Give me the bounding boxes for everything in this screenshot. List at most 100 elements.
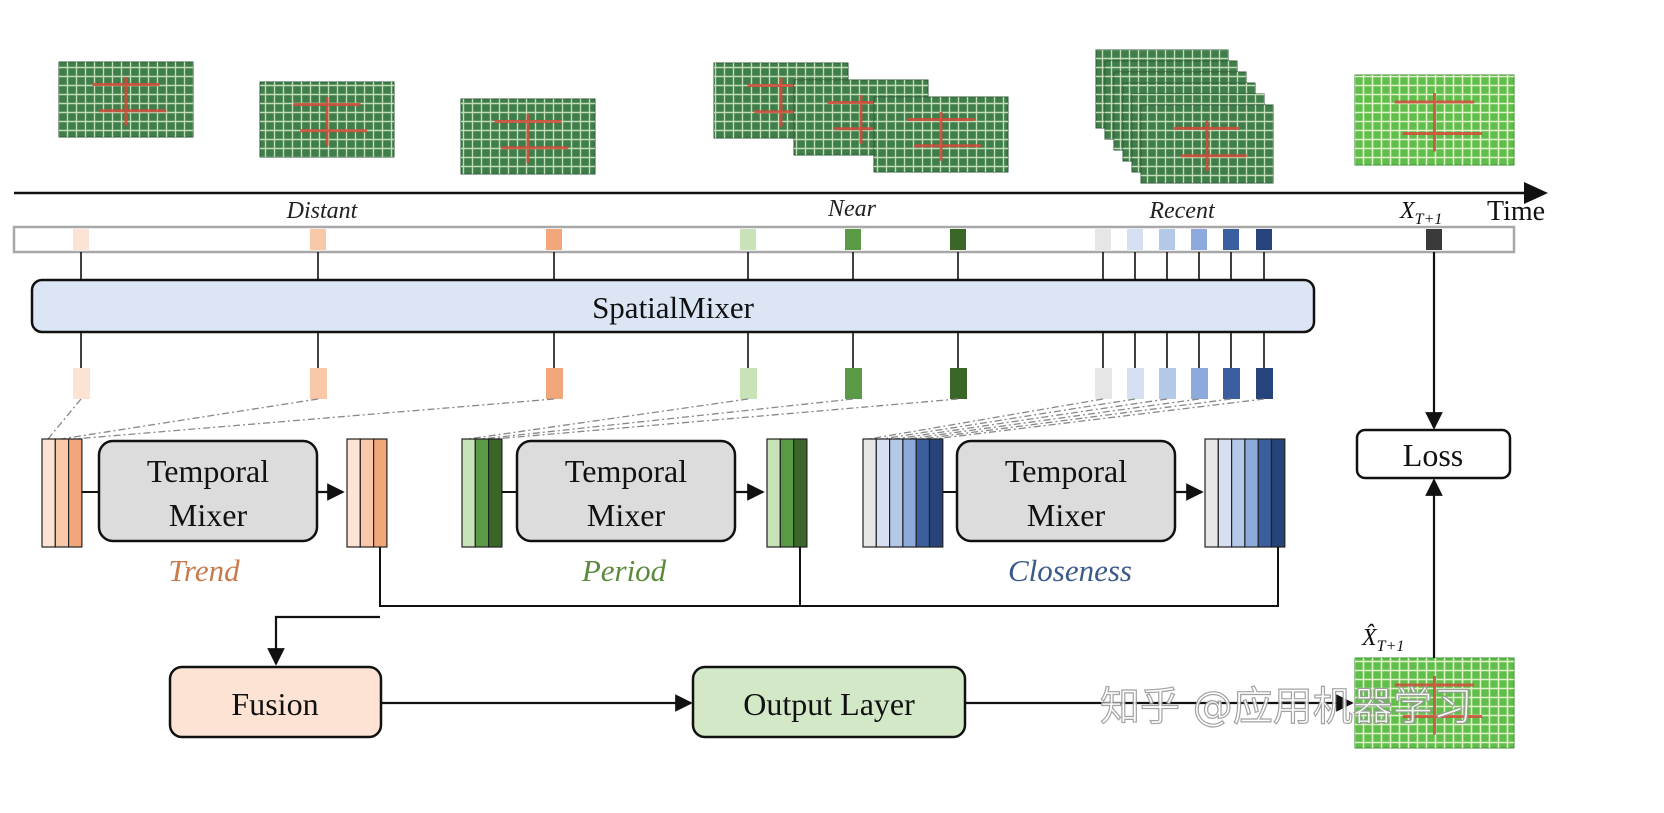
trend-output-stack-layer-2 [359, 438, 375, 548]
mixed-cell-period-2 [845, 368, 862, 399]
dash-closeness-5 [920, 398, 1232, 440]
timeline-cell-closeness-4 [1191, 229, 1207, 250]
dash-trend-2 [60, 398, 319, 440]
trend-input-stack-layer-2 [54, 438, 70, 548]
trend-output-stack-layer-1 [346, 438, 361, 548]
closeness-output-stack-layer-4 [1244, 438, 1259, 548]
timeline-cell-period-1 [740, 229, 756, 250]
watermark-text: 知乎 @应用机器学习 [1100, 684, 1473, 730]
period-input-stack-layer-2 [474, 438, 490, 548]
dash-closeness-2 [881, 398, 1136, 440]
timeline-cell-trend-2 [310, 229, 326, 250]
temporal-mixer-period-line2: Mixer [587, 497, 666, 533]
time-axis-arrowhead [1524, 182, 1548, 204]
dash-period-3 [493, 398, 959, 440]
segment-label-recent: Recent [1148, 198, 1216, 224]
trend-input-stack-layer-1 [41, 438, 56, 548]
period-input-stack [461, 438, 503, 548]
loss-box [1355, 428, 1512, 480]
timeline-cell-period-3 [950, 229, 966, 250]
temporal-mixer-trend-line2: Mixer [169, 497, 248, 533]
closeness-input-stack-layer-3 [888, 438, 904, 548]
fusion-label: Fusion [231, 686, 318, 722]
branch-label-period: Period [581, 553, 667, 588]
closeness-output-stack-layer-5 [1257, 438, 1273, 548]
temporal-mixer-trend: Temporal Mixer [97, 439, 319, 543]
target-label: XT+1 [1399, 198, 1442, 228]
closeness-output-stack-layer-6 [1270, 438, 1286, 548]
segment-label-near: Near [827, 196, 877, 222]
feature-stacks [41, 438, 1286, 548]
time-axis-label: Time [1487, 196, 1545, 227]
heatmap-prediction [1354, 657, 1515, 749]
mixed-cell-period-3 [950, 368, 967, 399]
lower-connectors [80, 332, 1265, 368]
closeness-output-stack-layer-3 [1230, 438, 1246, 548]
loss-label: Loss [1403, 437, 1463, 473]
mixed-cell-trend-1 [73, 368, 90, 399]
temporal-mixer-trend-line1: Temporal [147, 453, 269, 489]
timeline-cell-trend-3 [546, 229, 562, 250]
merge-to-fusion-arrow [267, 615, 380, 666]
branch-label-trend: Trend [168, 553, 240, 588]
period-output-stack-layer-2 [779, 438, 795, 548]
timeline-cell-target [1426, 229, 1442, 250]
closeness-input-stack-layer-2 [875, 438, 891, 548]
output-layer-label: Output Layer [743, 686, 915, 722]
temporal-mixer-period: Temporal Mixer [515, 439, 737, 543]
timeline-cell-closeness-1 [1095, 229, 1111, 250]
mixed-cells [73, 368, 1273, 399]
trend-input-stack-layer-3 [67, 438, 83, 548]
mixed-cell-closeness-3 [1159, 368, 1176, 399]
temporal-mixer-closeness: Temporal Mixer [955, 439, 1177, 543]
temporal-mixer-closeness-line2: Mixer [1027, 497, 1106, 533]
period-input-stack-layer-3 [488, 438, 503, 548]
trend-input-stack [41, 438, 83, 548]
mixed-cell-closeness-1 [1095, 368, 1112, 399]
closeness-output-stack [1204, 438, 1286, 548]
timeline-cell-closeness-3 [1159, 229, 1175, 250]
temporal-mixer-period-line1: Temporal [565, 453, 687, 489]
spatial-mixer-label: SpatialMixer [592, 290, 755, 325]
upper-connectors [80, 252, 1265, 280]
period-output-stack [766, 438, 808, 548]
timeline-cell-closeness-2 [1127, 229, 1143, 250]
trend-output-stack [346, 438, 388, 548]
dash-closeness-4 [907, 398, 1200, 440]
dashed-routing-lines [47, 398, 1265, 440]
heatmap-distant-3 [460, 98, 596, 175]
heatmap-target [1354, 74, 1515, 166]
closeness-output-stack-layer-1 [1204, 438, 1219, 548]
merge-line [379, 547, 1279, 607]
closeness-input-stack-layer-1 [862, 438, 877, 548]
closeness-input-stack [862, 438, 944, 548]
period-output-stack-layer-3 [792, 438, 808, 548]
heatmap-recent-6 [1140, 104, 1274, 184]
closeness-input-stack-layer-5 [915, 438, 931, 548]
spatial-mixer-box [30, 278, 1316, 334]
mixed-cell-period-1 [740, 368, 757, 399]
dash-closeness-3 [894, 398, 1168, 440]
dash-period-2 [480, 398, 854, 440]
mixed-cell-closeness-4 [1191, 368, 1208, 399]
heatmap-near-3 [873, 96, 1009, 173]
timeline-cell-trend-1 [73, 229, 89, 250]
mixed-cell-closeness-6 [1256, 368, 1273, 399]
mixed-cell-closeness-5 [1223, 368, 1240, 399]
heatmap-thumbnails [58, 49, 1515, 749]
mixed-cell-closeness-2 [1127, 368, 1144, 399]
timeline-cell-closeness-6 [1256, 229, 1272, 250]
prediction-label: X̂T+1 [1361, 624, 1404, 655]
mixed-cell-trend-3 [546, 368, 563, 399]
timeline-cell-closeness-5 [1223, 229, 1239, 250]
dash-closeness-6 [933, 398, 1265, 440]
heatmap-distant-1 [58, 61, 194, 138]
closeness-input-stack-layer-6 [928, 438, 944, 548]
branch-label-closeness: Closeness [1008, 553, 1132, 588]
dash-period-1 [467, 398, 749, 440]
period-input-stack-layer-1 [461, 438, 476, 548]
mixed-cell-trend-2 [310, 368, 327, 399]
closeness-output-stack-layer-2 [1217, 438, 1233, 548]
timeline-cell-period-2 [845, 229, 861, 250]
